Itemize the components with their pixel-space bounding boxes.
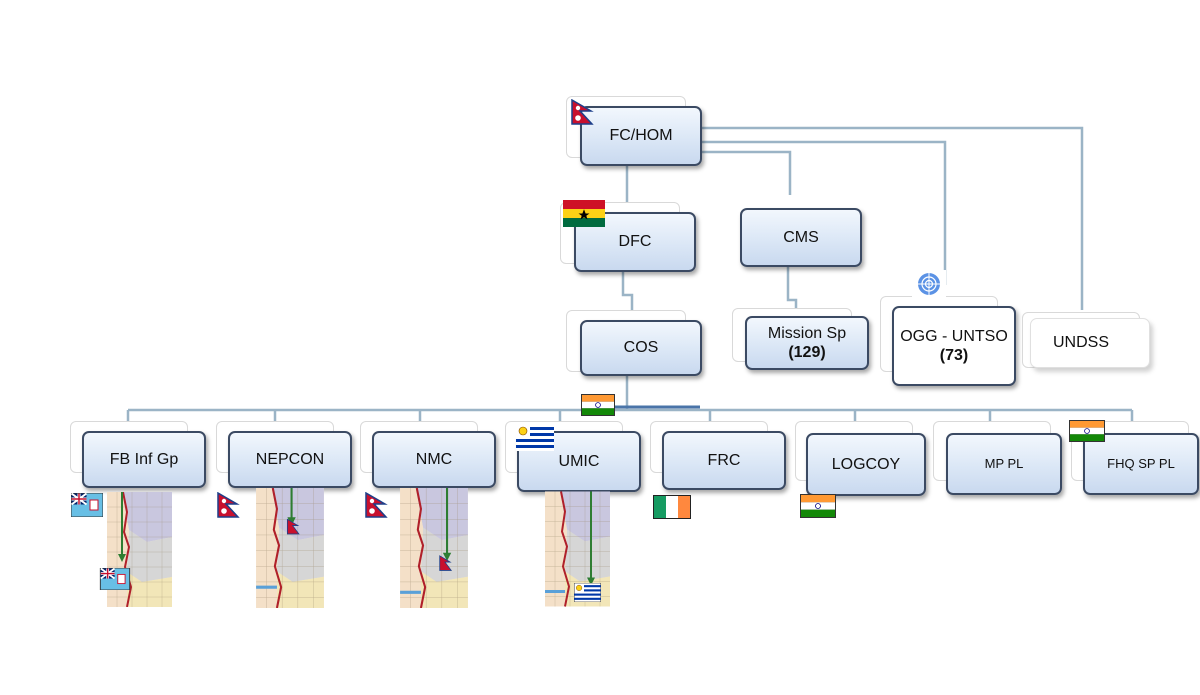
fiji-flag-icon	[71, 493, 103, 517]
node-mp-pl[interactable]: MP PL	[946, 433, 1062, 495]
node-ogg-untso[interactable]: OGG - UNTSO (73)	[892, 306, 1016, 386]
node-mission-sp-count: (129)	[788, 344, 826, 361]
node-fhq-sp-pl[interactable]: FHQ SP PL	[1083, 433, 1199, 495]
node-ogg-untso-count: (73)	[939, 347, 969, 364]
node-dfc-label: DFC	[618, 233, 652, 251]
ireland-flag-icon	[653, 495, 691, 519]
connector-unit-drops	[126, 410, 1134, 421]
connector-fc-ogg	[700, 140, 947, 285]
uruguay-flag-icon	[516, 424, 554, 451]
node-fc-hom[interactable]: FC/HOM	[580, 106, 702, 166]
node-mission-sp[interactable]: Mission Sp (129)	[745, 316, 869, 370]
connector-dfc-cos	[621, 270, 634, 320]
node-cos-label: COS	[623, 339, 659, 357]
ghana-flag-icon	[563, 200, 605, 227]
node-nepcon[interactable]: NEPCON	[228, 431, 352, 488]
india-flag-icon	[800, 494, 836, 518]
connector-cms-mission	[786, 262, 798, 310]
node-cms-label: CMS	[783, 228, 819, 246]
map-nmc-icon	[400, 488, 468, 608]
node-undss[interactable]: UNDSS	[1030, 318, 1150, 368]
map-nepcon-icon	[256, 488, 324, 608]
connector-fc-cms	[700, 150, 792, 195]
node-fb-inf-gp-label: FB Inf Gp	[109, 450, 179, 468]
node-nepcon-label: NEPCON	[255, 450, 325, 468]
node-fhq-sp-pl-label: FHQ SP PL	[1107, 456, 1175, 472]
node-mission-sp-label: Mission Sp	[767, 324, 847, 342]
india-flag-icon	[581, 394, 615, 416]
node-umic-label: UMIC	[558, 452, 600, 470]
node-dfc[interactable]: DFC	[574, 212, 696, 272]
india-flag-icon	[1069, 420, 1105, 442]
nepal-flag-icon	[217, 492, 240, 518]
node-fc-hom-label: FC/HOM	[609, 127, 673, 145]
uruguay-flag-icon	[574, 583, 601, 602]
node-nmc[interactable]: NMC	[372, 431, 496, 488]
un-emblem-icon	[912, 270, 946, 298]
connector-fc-undss	[700, 126, 1084, 310]
node-ogg-untso-label: OGG - UNTSO	[900, 327, 1008, 345]
nepal-flag-icon	[571, 99, 594, 125]
node-nmc-label: NMC	[415, 450, 453, 468]
node-undss-label: UNDSS	[1053, 334, 1110, 352]
nepal-flag-icon	[365, 492, 388, 518]
node-fb-inf-gp[interactable]: FB Inf Gp	[82, 431, 206, 488]
map-umic-icon	[545, 491, 610, 607]
node-frc-label: FRC	[707, 451, 741, 469]
node-frc[interactable]: FRC	[662, 431, 786, 490]
node-logcoy-label: LOGCOY	[831, 455, 901, 473]
fiji-flag-icon	[99, 568, 131, 590]
node-cms[interactable]: CMS	[740, 208, 862, 267]
node-logcoy[interactable]: LOGCOY	[806, 433, 926, 496]
node-cos[interactable]: COS	[580, 320, 702, 376]
node-mp-pl-label: MP PL	[984, 456, 1024, 472]
